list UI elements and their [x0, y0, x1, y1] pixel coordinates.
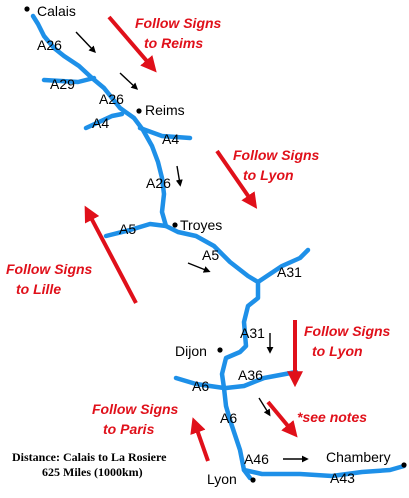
town-reims: Reims — [145, 102, 185, 118]
road-a4-east — [137, 125, 193, 141]
distance-line-2: 625 Miles (1000km) — [42, 465, 143, 479]
road-label-a36: A36 — [238, 367, 263, 383]
town-troyes: Troyes — [180, 217, 222, 233]
red-arrow-notes — [266, 400, 298, 438]
red-arrow-reims — [107, 15, 157, 73]
distance-line-1: Distance: Calais to La Rosiere — [12, 450, 167, 464]
road-a4-west — [83, 111, 125, 131]
road-label-a31: A31 — [240, 325, 265, 341]
troyes-dot — [172, 222, 178, 228]
black-arrow — [175, 165, 183, 187]
town-dijon: Dijon — [175, 343, 207, 359]
road-label-a6: A6 — [192, 378, 209, 394]
road-label-a43: A43 — [330, 470, 355, 486]
lyon-dot — [250, 477, 256, 483]
road-label-a29: A29 — [50, 76, 75, 92]
town-calais: Calais — [37, 3, 76, 19]
road-label-a31: A31 — [277, 264, 302, 280]
red-arrow-lille — [84, 205, 138, 304]
town-markers — [24, 6, 407, 483]
road-a6-west — [173, 375, 227, 391]
road-a36 — [223, 369, 299, 391]
black-arrow — [119, 72, 139, 90]
road-a31-ne — [255, 247, 311, 285]
road-label-a4: A4 — [92, 115, 109, 131]
town-chambery: Chambery — [326, 449, 391, 465]
dijon-dot — [217, 347, 223, 353]
red-arrow-lyon — [215, 149, 258, 209]
road-label-a6: A6 — [220, 410, 237, 426]
road-a5-west — [103, 221, 169, 239]
road-label-a26: A26 — [99, 91, 124, 107]
town-lyon: Lyon — [207, 471, 237, 487]
road-label-a4: A4 — [162, 131, 179, 147]
sign-lyon: Follow Signs to Lyon — [233, 147, 323, 183]
road-label-a5: A5 — [202, 247, 219, 263]
sign-notes: *see notes — [297, 409, 367, 425]
road-network — [30, 13, 407, 481]
sign-paris: Follow Signs to Paris — [92, 401, 182, 437]
chambery-dot — [401, 462, 407, 468]
road-label-a26: A26 — [37, 37, 62, 53]
road-label-a26: A26 — [146, 175, 171, 191]
road-a43 — [241, 463, 407, 479]
black-arrow — [187, 262, 211, 273]
sign-lille: Follow Signs to Lille — [6, 261, 96, 297]
sign-lyon-2: Follow Signs to Lyon — [304, 323, 394, 359]
road-label-a46: A46 — [244, 451, 269, 467]
black-arrow — [75, 31, 96, 54]
calais-dot — [24, 6, 30, 12]
road-a29 — [41, 75, 97, 85]
route-arrows — [75, 31, 309, 463]
black-arrow — [258, 397, 271, 417]
reims-dot — [136, 108, 142, 114]
road-label-a5: A5 — [119, 221, 136, 237]
sign-reims: Follow Signs to Reims — [135, 15, 225, 51]
sign-arrows — [84, 15, 303, 462]
red-arrow-paris — [190, 417, 210, 462]
